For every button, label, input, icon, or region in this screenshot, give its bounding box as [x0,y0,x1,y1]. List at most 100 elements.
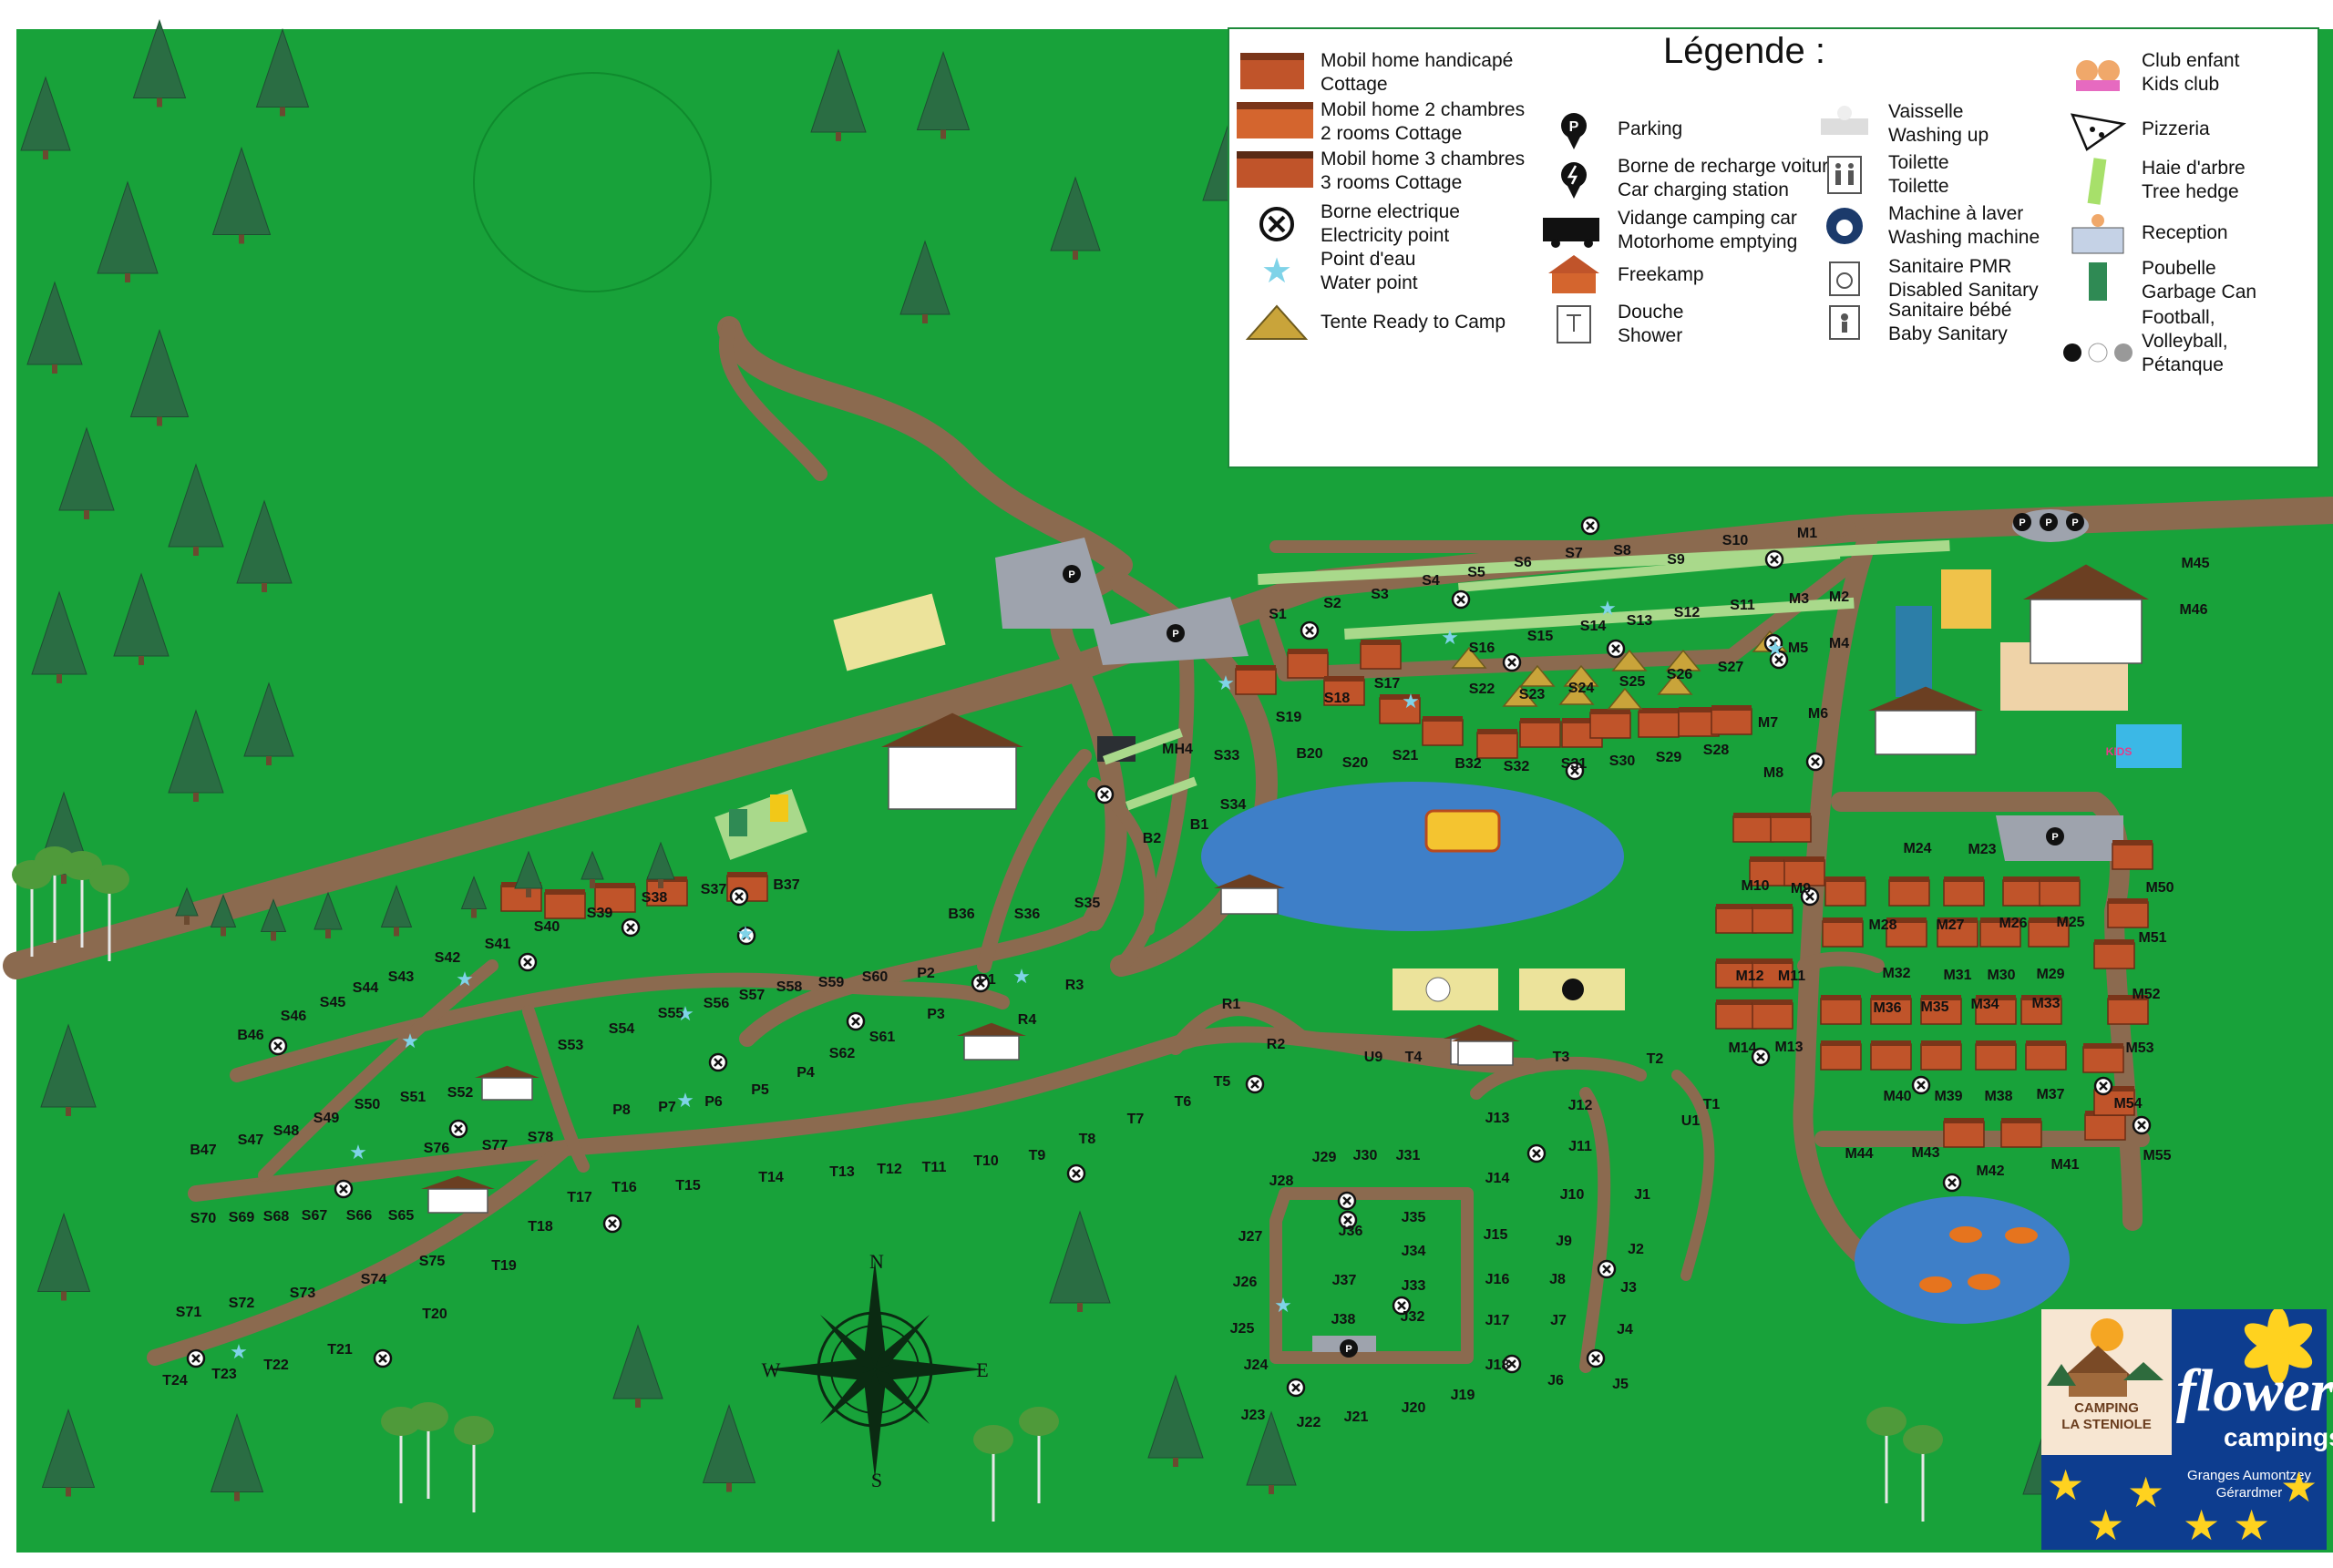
plot-label[interactable]: M40 [1883,1089,1911,1104]
plot-label[interactable]: M6 [1808,706,1828,722]
plot-label[interactable]: J35 [1402,1210,1426,1225]
plot-label[interactable]: S65 [388,1208,415,1224]
plot-label[interactable]: S78 [528,1130,554,1145]
plot-label[interactable]: S5 [1467,565,1485,580]
plot-label[interactable]: J6 [1547,1373,1564,1389]
plot-label[interactable]: T6 [1175,1094,1192,1110]
plot-label[interactable]: S35 [1074,896,1101,911]
plot-label[interactable]: M51 [2138,930,2166,946]
plot-label[interactable]: S13 [1627,613,1653,629]
plot-label[interactable]: M30 [1987,968,2015,983]
plot-label[interactable]: S22 [1469,682,1495,697]
plot-label[interactable]: M43 [1911,1145,1939,1161]
plot-label[interactable]: M1 [1797,526,1817,541]
plot-label[interactable]: J38 [1331,1312,1356,1327]
plot-label[interactable]: J31 [1396,1148,1421,1163]
plot-label[interactable]: M39 [1934,1089,1962,1104]
plot-label[interactable]: T16 [612,1180,637,1195]
plot-label[interactable]: S8 [1613,543,1631,559]
plot-label[interactable]: S19 [1276,710,1302,725]
plot-label[interactable]: S66 [346,1208,373,1224]
plot-label[interactable]: P2 [917,966,935,981]
plot-label[interactable]: R4 [1018,1012,1037,1028]
plot-label[interactable]: S67 [302,1208,328,1224]
plot-label[interactable]: S29 [1656,750,1682,765]
plot-label[interactable]: S74 [361,1272,387,1287]
plot-label[interactable]: M14 [1728,1040,1756,1056]
plot-label[interactable]: J26 [1233,1275,1258,1290]
plot-label[interactable]: J29 [1312,1150,1337,1165]
plot-label[interactable]: S69 [229,1210,255,1225]
plot-label[interactable]: S43 [388,969,415,985]
plot-label[interactable]: R1 [1222,997,1241,1012]
plot-label[interactable]: T5 [1214,1074,1231,1090]
plot-label[interactable]: S56 [704,996,730,1011]
plot-label[interactable]: S1 [1269,607,1287,622]
plot-label[interactable]: M37 [2036,1087,2064,1102]
plot-label[interactable]: M13 [1774,1040,1803,1055]
plot-label[interactable]: B37 [773,877,799,893]
plot-label[interactable]: S60 [862,969,889,985]
plot-label[interactable]: M28 [1868,917,1896,933]
plot-label[interactable]: S44 [353,980,379,996]
plot-label[interactable]: T13 [829,1164,855,1180]
plot-label[interactable]: B36 [948,907,974,922]
plot-label[interactable]: J9 [1556,1234,1572,1249]
plot-label[interactable]: J37 [1332,1273,1357,1288]
plot-label[interactable]: T11 [922,1160,947,1175]
plot-label[interactable]: M55 [2143,1148,2171,1163]
plot-label[interactable]: S49 [313,1111,340,1126]
plot-label[interactable]: S62 [829,1046,856,1061]
plot-label[interactable]: J13 [1485,1111,1510,1126]
plot-label[interactable]: J4 [1617,1322,1633,1337]
plot-label[interactable]: J30 [1353,1148,1378,1163]
plot-label[interactable]: S39 [587,906,613,921]
plot-label[interactable]: J22 [1297,1415,1321,1430]
plot-label[interactable]: J15 [1484,1227,1508,1243]
plot-label[interactable]: T24 [162,1373,188,1389]
plot-label[interactable]: J20 [1402,1400,1426,1416]
plot-label[interactable]: J36 [1339,1224,1363,1239]
plot-label[interactable]: S11 [1730,598,1755,613]
plot-label[interactable]: S38 [642,890,668,906]
plot-label[interactable]: B46 [237,1028,263,1043]
plot-label[interactable]: M23 [1968,842,1996,857]
plot-label[interactable]: J32 [1401,1309,1425,1325]
plot-label[interactable]: B20 [1296,746,1322,762]
plot-label[interactable]: M50 [2145,880,2174,896]
plot-label[interactable]: S25 [1619,674,1646,690]
plot-label[interactable]: S50 [355,1097,381,1112]
plot-label[interactable]: P8 [612,1102,631,1118]
plot-label[interactable]: B32 [1454,756,1481,772]
plot-label[interactable]: J21 [1344,1409,1369,1425]
plot-label[interactable]: M11 [1778,968,1805,984]
plot-label[interactable]: S73 [290,1286,316,1301]
plot-label[interactable]: M36 [1873,1000,1901,1016]
plot-label[interactable]: T18 [528,1219,553,1235]
plot-label[interactable]: S47 [238,1132,264,1148]
plot-label[interactable]: S9 [1667,552,1685,568]
plot-label[interactable]: T23 [211,1367,237,1382]
plot-label[interactable]: B47 [190,1143,216,1158]
plot-label[interactable]: S54 [609,1021,635,1037]
plot-label[interactable]: S61 [869,1030,896,1045]
plot-label[interactable]: J25 [1230,1321,1255,1337]
plot-label[interactable]: M2 [1829,589,1849,605]
plot-label[interactable]: M52 [2132,987,2160,1002]
plot-label[interactable]: M54 [2113,1096,2142,1112]
plot-label[interactable]: T20 [422,1307,447,1322]
plot-label[interactable]: M35 [1920,999,1948,1015]
plot-label[interactable]: J10 [1560,1187,1585,1203]
plot-label[interactable]: P1 [978,972,996,988]
plot-label[interactable]: T9 [1029,1148,1046,1163]
plot-label[interactable]: S23 [1519,687,1546,702]
plot-label[interactable]: J17 [1485,1313,1510,1328]
plot-label[interactable]: J5 [1612,1377,1629,1392]
plot-label[interactable]: P5 [751,1082,769,1098]
plot-label[interactable]: M4 [1829,636,1849,651]
plot-label[interactable]: T22 [263,1358,289,1373]
plot-label[interactable]: S33 [1214,748,1240,764]
plot-label[interactable]: S72 [229,1296,255,1311]
plot-label[interactable]: T4 [1405,1050,1423,1065]
plot-label[interactable]: J34 [1402,1244,1426,1259]
